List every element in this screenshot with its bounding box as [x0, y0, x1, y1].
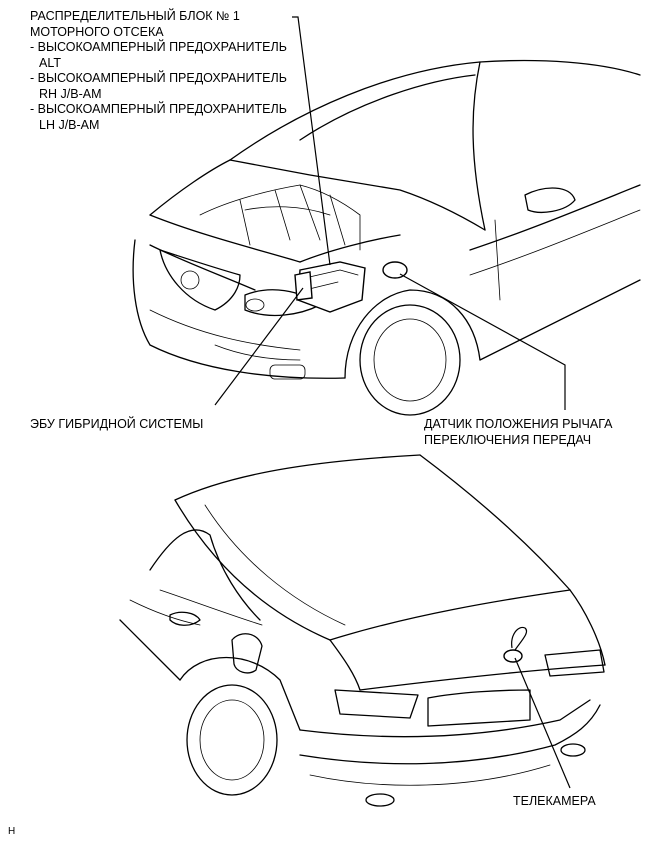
camera-label: ТЕЛЕКАМЕРА: [513, 794, 596, 808]
front-components: [294, 261, 408, 313]
shift-sensor-line-2: ПЕРЕКЛЮЧЕНИЯ ПЕРЕДАЧ: [424, 432, 592, 447]
hybrid-ecu-leader: [214, 287, 304, 406]
camera-cable: [511, 626, 528, 651]
junction-block-line-4: ALT: [39, 55, 61, 70]
junction-block-line-3: - ВЫСОКОАМПЕРНЫЙ ПРЕДОХРАНИТЕЛЬ: [30, 40, 287, 54]
camera-part: [503, 649, 523, 663]
junction-block-line-7: - ВЫСОКОАМПЕРНЫЙ ПРЕДОХРАНИТЕЛЬ: [30, 102, 287, 116]
junction-block-label: РАСПРЕДЕЛИТЕЛЬНЫЙ БЛОК № 1 МОТОРНОГО ОТС…: [30, 9, 287, 133]
rear-car-drawing: [119, 454, 606, 807]
front-car-drawing: [132, 59, 641, 416]
junction-block-line-6: RH J/B-AM: [39, 86, 102, 101]
front-leader-lines: [214, 16, 566, 410]
shift-sensor-leader: [399, 273, 566, 410]
camera-leader: [514, 657, 571, 789]
junction-block-line-8: LH J/B-AM: [39, 117, 100, 132]
junction-block-line-1: РАСПРЕДЕЛИТЕЛЬНЫЙ БЛОК № 1: [30, 9, 240, 23]
shift-sensor-label: ДАТЧИК ПОЛОЖЕНИЯ РЫЧАГА ПЕРЕКЛЮЧЕНИЯ ПЕР…: [424, 417, 612, 448]
junction-block-line-2: МОТОРНОГО ОТСЕКА: [30, 24, 164, 39]
junction-block-leader: [292, 16, 331, 266]
corner-code: H: [8, 826, 16, 837]
hybrid-ecu-label: ЭБУ ГИБРИДНОЙ СИСТЕМЫ: [30, 417, 204, 431]
rear-components: [503, 626, 571, 789]
shift-sensor-line-1: ДАТЧИК ПОЛОЖЕНИЯ РЫЧАГА: [424, 417, 613, 431]
junction-block-line-5: - ВЫСОКОАМПЕРНЫЙ ПРЕДОХРАНИТЕЛЬ: [30, 71, 287, 85]
